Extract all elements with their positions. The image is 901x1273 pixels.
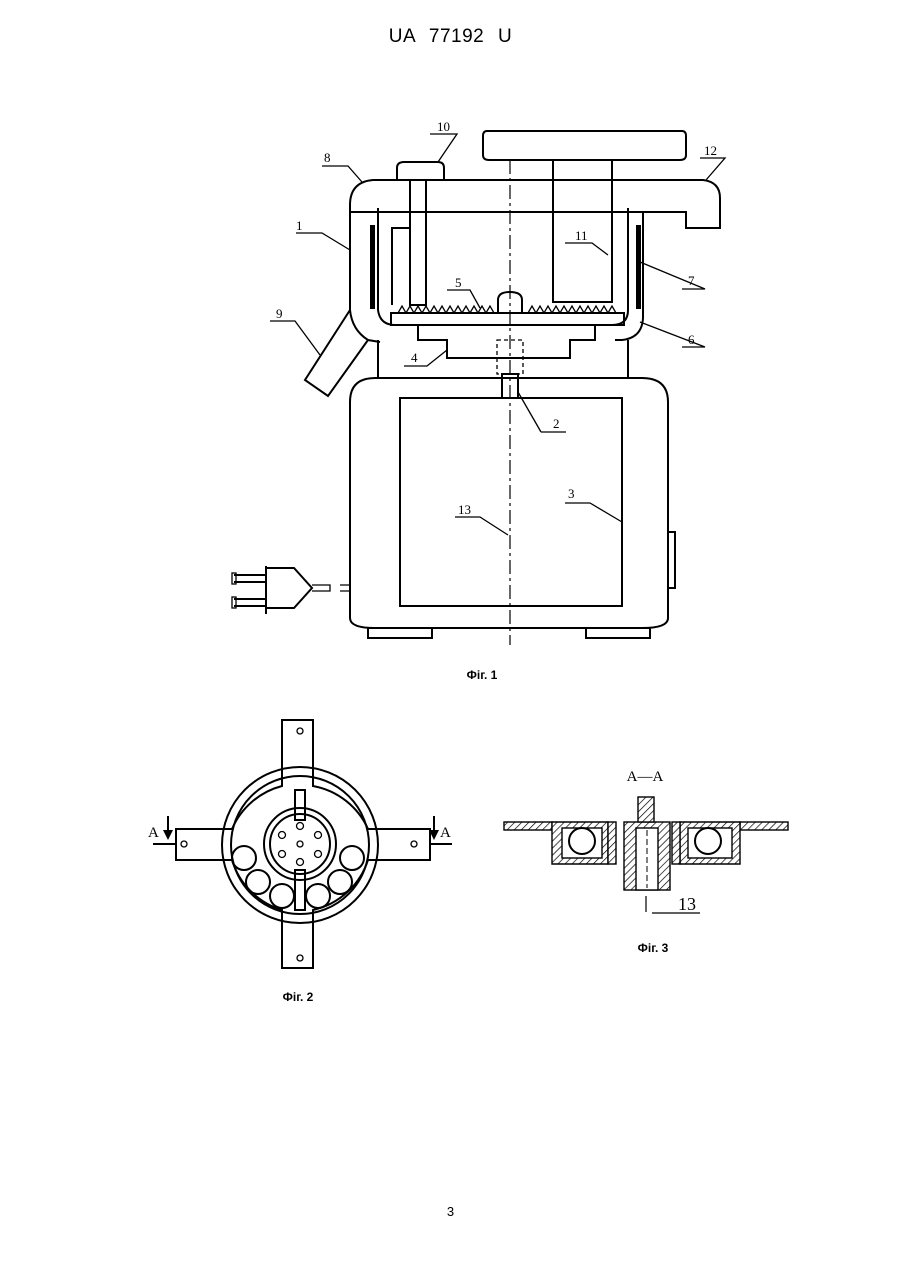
label-11: 11 xyxy=(575,228,588,243)
figure-1: 1 2 3 4 5 6 7 8 9 10 11 12 13 Фіг. 1 xyxy=(232,119,725,682)
section-title: A—A xyxy=(627,769,664,785)
label-3: 3 xyxy=(568,486,575,501)
label-1: 1 xyxy=(296,218,303,233)
figure-3: A—A 13 Фіг. 3 xyxy=(504,769,788,955)
section-mark-left: A xyxy=(148,825,159,841)
label-6: 6 xyxy=(688,332,695,347)
figure-2-caption: Фіг. 2 xyxy=(283,990,314,1004)
label-10: 10 xyxy=(437,119,450,134)
label-5: 5 xyxy=(455,275,462,290)
label-13-fig3: 13 xyxy=(678,894,696,914)
section-mark-right: A xyxy=(440,825,451,841)
label-8: 8 xyxy=(324,150,331,165)
figure-2: A A Фіг. 2 xyxy=(148,720,452,1004)
label-2: 2 xyxy=(553,416,560,431)
label-4: 4 xyxy=(411,350,418,365)
figure-3-caption: Фіг. 3 xyxy=(638,941,669,955)
figure-1-caption: Фіг. 1 xyxy=(467,668,498,682)
label-7: 7 xyxy=(688,273,695,288)
label-9: 9 xyxy=(276,306,283,321)
label-13: 13 xyxy=(458,502,471,517)
label-12: 12 xyxy=(704,143,717,158)
page-number: 3 xyxy=(0,1204,901,1219)
